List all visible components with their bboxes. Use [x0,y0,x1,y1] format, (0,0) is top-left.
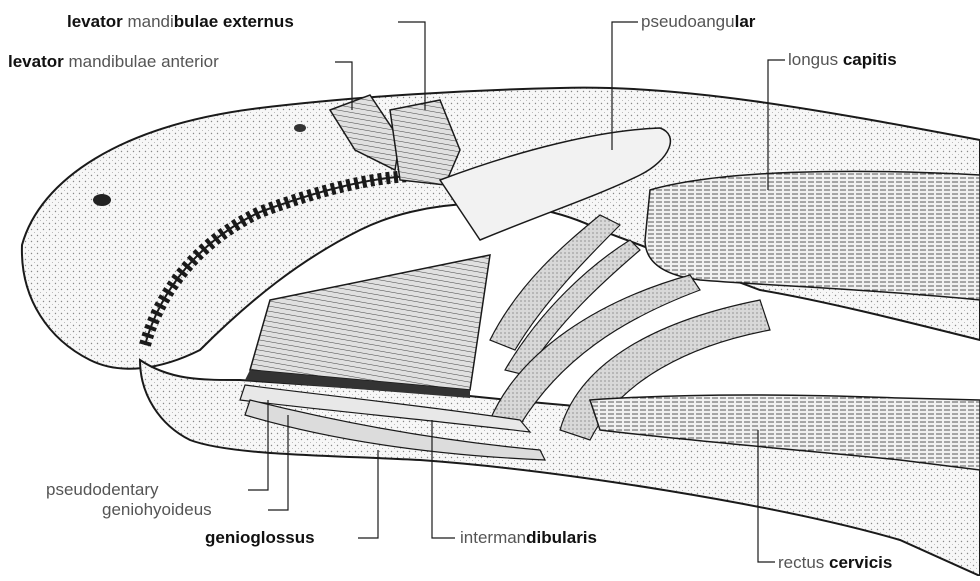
nostril [294,124,306,132]
label-geniohyoideus: geniohyoideus [102,501,212,518]
label-levator-mandibulae-externus: levator mandibulae externus [67,13,294,30]
label-longus-capitis: longus capitis [788,51,897,68]
label-genioglossus: genioglossus [205,529,315,546]
label-intermandibularis: intermandibularis [460,529,597,546]
label-pseudoangular: pseudoangular [641,13,755,30]
label-levator-mandibulae-anterior: levator mandibulae anterior [8,53,219,70]
label-rectus-cervicis: rectus cervicis [778,554,892,571]
eye [93,194,111,206]
label-pseudodentary: pseudodentary [46,481,158,498]
longus-capitis-muscle [645,171,980,300]
